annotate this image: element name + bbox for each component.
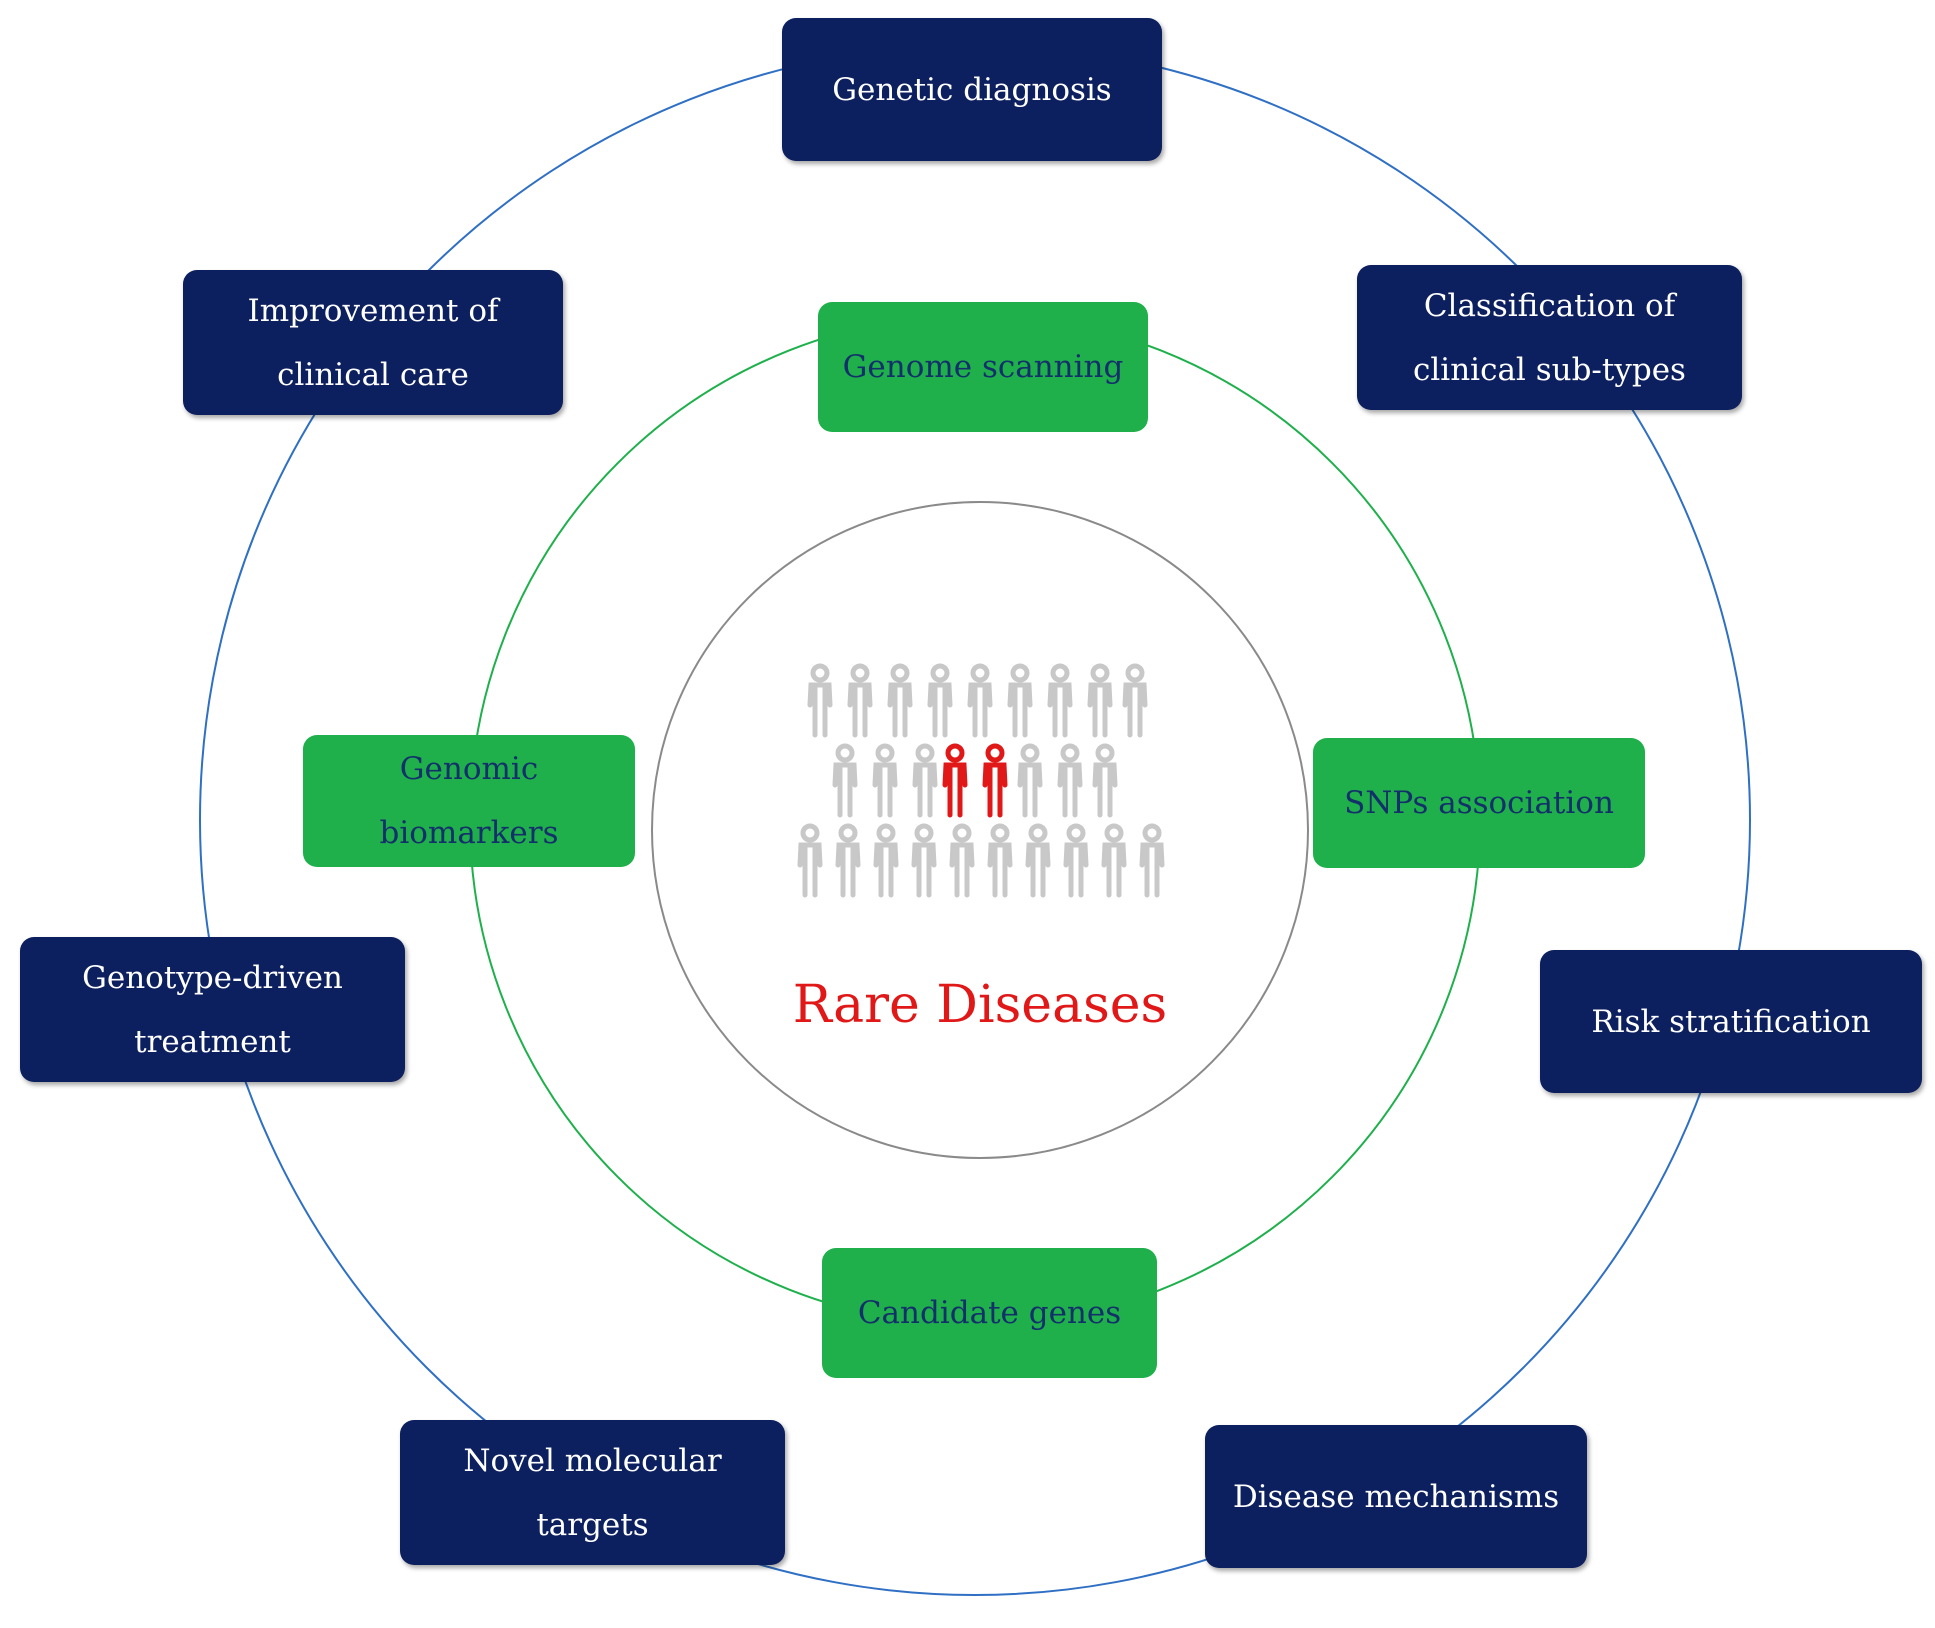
person-icon bbox=[1092, 743, 1118, 818]
people-crowd-icon bbox=[780, 655, 1180, 920]
outer-box-genotype-driven-treatment: Genotype-driven treatment bbox=[20, 937, 405, 1082]
person-icon bbox=[835, 823, 861, 898]
outer-box-genetic-diagnosis: Genetic diagnosis bbox=[782, 18, 1162, 161]
outer-box-line: Novel molecular bbox=[463, 1442, 722, 1479]
person-icon bbox=[873, 823, 899, 898]
center-title: Rare Diseases bbox=[792, 975, 1168, 1035]
outer-box-line: treatment bbox=[134, 1023, 291, 1060]
outer-box-risk-stratification: Risk stratification bbox=[1540, 950, 1922, 1093]
outer-box-novel-molecular-targets: Novel molecular targets bbox=[400, 1420, 785, 1565]
outer-box-line: Improvement of bbox=[247, 292, 499, 329]
inner-box-line: biomarkers bbox=[379, 815, 559, 851]
person-icon bbox=[1122, 663, 1148, 738]
inner-box-snps-association: SNPs association bbox=[1313, 738, 1645, 868]
person-icon bbox=[832, 743, 858, 818]
inner-box-candidate-genes: Candidate genes bbox=[822, 1248, 1157, 1378]
person-icon bbox=[949, 823, 975, 898]
outer-box-line: Genetic diagnosis bbox=[832, 71, 1112, 108]
outer-box-line: Risk stratification bbox=[1591, 1003, 1871, 1040]
outer-box-line: Disease mechanisms bbox=[1232, 1478, 1560, 1515]
outer-box-line: clinical care bbox=[277, 356, 469, 393]
person-icon bbox=[847, 663, 873, 738]
outer-box-improvement-clinical-care: Improvement of clinical care bbox=[183, 270, 563, 415]
person-icon bbox=[887, 663, 913, 738]
inner-box-line: Genomic bbox=[399, 751, 539, 787]
person-icon bbox=[1063, 823, 1089, 898]
person-icon bbox=[927, 663, 953, 738]
person-icon bbox=[1057, 743, 1083, 818]
person-icon bbox=[942, 743, 968, 818]
person-icon bbox=[797, 823, 823, 898]
person-icon bbox=[1101, 823, 1127, 898]
person-icon bbox=[1047, 663, 1073, 738]
person-icon bbox=[967, 663, 993, 738]
inner-box-line: Candidate genes bbox=[857, 1295, 1122, 1331]
person-icon bbox=[807, 663, 833, 738]
person-icon bbox=[1087, 663, 1113, 738]
person-icon bbox=[1025, 823, 1051, 898]
outer-box-line: targets bbox=[536, 1506, 649, 1543]
person-icon bbox=[1139, 823, 1165, 898]
person-icon bbox=[911, 823, 937, 898]
outer-box-line: Classification of bbox=[1423, 287, 1676, 324]
outer-box-classification: Classification of clinical sub-types bbox=[1357, 265, 1742, 410]
person-icon bbox=[982, 743, 1008, 818]
people-crowd-svg bbox=[797, 663, 1165, 898]
person-icon bbox=[1017, 743, 1043, 818]
person-icon bbox=[912, 743, 938, 818]
inner-box-genomic-biomarkers: Genomic biomarkers bbox=[303, 735, 635, 867]
outer-box-line: Genotype-driven bbox=[82, 959, 343, 996]
inner-box-genome-scanning: Genome scanning bbox=[818, 302, 1148, 432]
person-icon bbox=[987, 823, 1013, 898]
inner-box-line: SNPs association bbox=[1344, 785, 1614, 821]
outer-box-disease-mechanisms: Disease mechanisms bbox=[1205, 1425, 1587, 1568]
person-icon bbox=[872, 743, 898, 818]
person-icon bbox=[1007, 663, 1033, 738]
outer-box-line: clinical sub-types bbox=[1413, 351, 1686, 388]
inner-box-line: Genome scanning bbox=[842, 349, 1124, 385]
